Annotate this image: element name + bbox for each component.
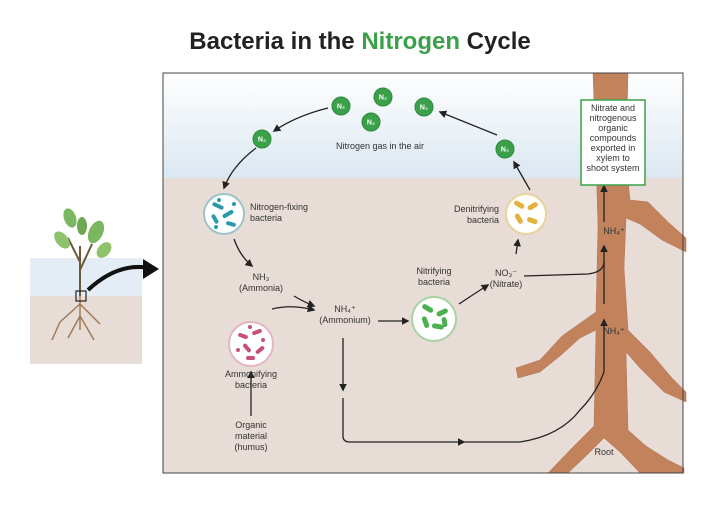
n2-molecule: N₂ [361,112,381,132]
svg-text:(Ammonia): (Ammonia) [239,283,283,293]
ammonifying-bacteria-icon [228,321,274,367]
svg-text:Nitrogen-fixing: Nitrogen-fixing [250,202,308,212]
zoom-arrowhead [143,259,159,279]
leaf-icon [87,220,105,244]
leaf-icon [54,231,70,249]
svg-text:bacteria: bacteria [418,277,450,287]
svg-text:N₂: N₂ [258,137,266,144]
main-panel: N₂ N₂ N₂ N₂ N₂ N₂ Nitrogen gas in the ai… [162,72,687,474]
cycle-arrows [222,107,608,446]
svg-text:shoot system: shoot system [586,163,639,173]
svg-text:(Ammonium): (Ammonium) [319,315,371,325]
panel-border [162,72,684,474]
svg-text:compounds: compounds [590,133,637,143]
inset-soil [30,296,142,364]
svg-text:Organic: Organic [235,420,267,430]
inset-roots [51,296,101,341]
svg-text:organic: organic [598,123,628,133]
label-nitrifying: Nitrifying bacteria [416,266,451,287]
svg-text:N₂: N₂ [367,120,375,127]
svg-text:N₂: N₂ [379,95,387,102]
svg-text:(humus): (humus) [234,442,267,452]
svg-text:Nitrate and: Nitrate and [591,103,635,113]
title-highlight: Nitrogen [361,28,460,55]
diagram-title: Bacteria in the Nitrogen Cycle [0,28,720,56]
label-fixing: Nitrogen-fixing bacteria [250,202,308,223]
svg-text:NH₄⁺: NH₄⁺ [334,304,356,314]
svg-text:(Nitrate): (Nitrate) [490,279,523,289]
svg-text:N₂: N₂ [420,105,428,112]
label-ammonium: NH₄⁺ (Ammonium) [319,304,371,325]
xylem-note-box: Nitrate and nitrogenous organic compound… [580,99,646,186]
leaf-icon [77,217,87,235]
nitrifying-bacteria-icon [411,296,457,342]
zoom-box [75,290,87,302]
svg-text:NO₃⁻: NO₃⁻ [495,268,517,278]
svg-text:Nitrifying: Nitrifying [416,266,451,276]
title-prefix: Bacteria in the [189,28,362,55]
n2-molecule: N₂ [373,87,393,107]
svg-text:NH₃: NH₃ [253,272,270,282]
svg-text:N₂: N₂ [501,147,509,154]
label-nh4-lower: NH₄⁺ [603,326,625,336]
label-nitrate: NO₃⁻ (Nitrate) [490,268,523,289]
n2-molecules: N₂ N₂ N₂ N₂ N₂ N₂ [252,87,515,159]
svg-text:material: material [235,431,267,441]
label-denitrifying: Denitrifying bacteria [454,204,499,225]
root-system [515,72,687,474]
label-organic: Organic material (humus) [234,420,267,452]
svg-text:nitrogenous: nitrogenous [589,113,637,123]
n2-molecule: N₂ [331,96,351,116]
label-ammonifying: Ammonifying bacteria [225,369,277,390]
fixing-bacteria-icon [203,193,245,235]
label-ammonia: NH₃ (Ammonia) [239,272,283,293]
inset-sky [30,258,142,296]
svg-text:xylem to: xylem to [596,153,630,163]
plant-inset [30,208,159,364]
title-suffix: Cycle [460,28,531,55]
n2-molecule: N₂ [252,129,272,149]
leaf-icon [63,208,77,228]
svg-text:N₂: N₂ [337,104,345,111]
svg-text:bacteria: bacteria [235,380,267,390]
label-n2-air: Nitrogen gas in the air [336,141,424,151]
svg-text:exported in: exported in [591,143,636,153]
label-nh4-upper: NH₄⁺ [603,226,625,236]
n2-molecule: N₂ [414,97,434,117]
svg-text:Ammonifying: Ammonifying [225,369,277,379]
svg-text:bacteria: bacteria [250,213,282,223]
n2-molecule: N₂ [495,139,515,159]
label-root: Root [594,447,614,457]
svg-text:bacteria: bacteria [467,215,499,225]
svg-text:Denitrifying: Denitrifying [454,204,499,214]
leaf-icon [96,242,112,258]
denitrifying-bacteria-icon [505,193,547,235]
